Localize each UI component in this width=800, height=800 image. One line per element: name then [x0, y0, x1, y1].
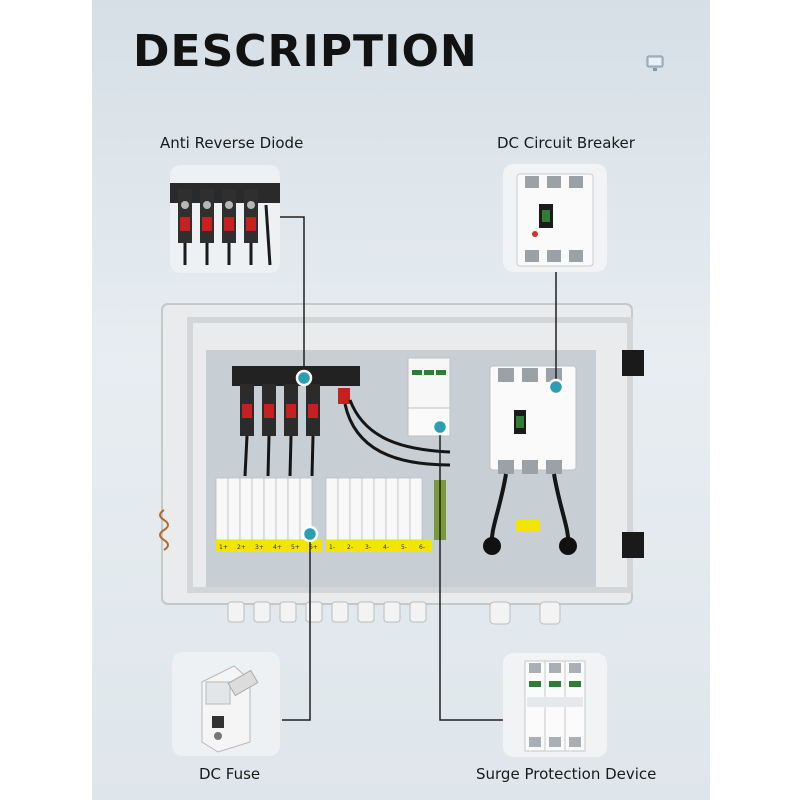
- page-title: DESCRIPTION: [133, 26, 478, 77]
- fuse-label: 3-: [365, 544, 371, 551]
- fuse-label: 5+: [291, 544, 300, 551]
- monitor-icon: [646, 55, 664, 71]
- fuse-label: 3+: [255, 544, 264, 551]
- fuse-label: 2+: [237, 544, 246, 551]
- surge-protection-device-photo: [503, 653, 607, 757]
- label-dc-circuit-breaker: DC Circuit Breaker: [497, 134, 635, 152]
- combiner-box-photo: 1+ 2+ 3+ 4+ 5+ 6+ 1- 2- 3- 4- 5- 6-: [159, 303, 644, 625]
- anti-reverse-diode-photo: [170, 165, 280, 273]
- fuse-label: 1-: [329, 544, 335, 551]
- fuse-label: 5-: [401, 544, 407, 551]
- label-surge-protection-device: Surge Protection Device: [476, 765, 657, 783]
- dc-fuse-photo: [172, 652, 280, 756]
- fuse-label: 4+: [273, 544, 282, 551]
- fuse-label: 4-: [383, 544, 389, 551]
- label-anti-reverse-diode: Anti Reverse Diode: [160, 134, 304, 152]
- fuse-label: 2-: [347, 544, 353, 551]
- dc-circuit-breaker-photo: [503, 164, 607, 272]
- label-dc-fuse: DC Fuse: [199, 765, 261, 783]
- fuse-label: 6-: [419, 544, 425, 551]
- fuse-label: 1+: [219, 544, 228, 551]
- fuse-label: 6+: [309, 544, 318, 551]
